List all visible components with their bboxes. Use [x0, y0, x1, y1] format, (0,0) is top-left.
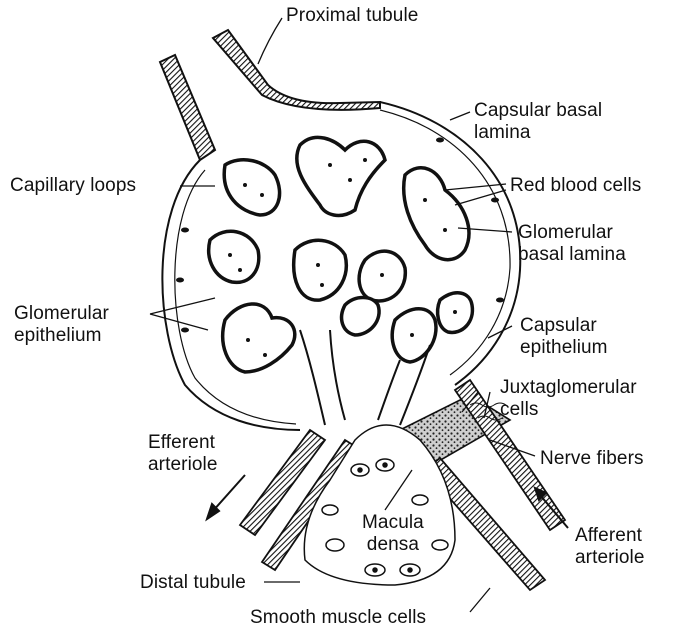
efferent-flow-arrow	[207, 475, 245, 519]
label-red-blood-cells: Red blood cells	[510, 175, 641, 197]
proximal-tubule	[160, 30, 380, 160]
label-nerve-fibers: Nerve fibers	[540, 448, 644, 470]
label-glomerular-epithelium: Glomerular epithelium	[14, 303, 109, 347]
label-capsular-epithelium: Capsular epithelium	[520, 315, 608, 359]
label-capsular-basal-lamina: Capsular basal lamina	[474, 100, 602, 144]
label-afferent-arteriole: Afferent arteriole	[575, 525, 645, 569]
label-smooth-muscle-cells: Smooth muscle cells	[250, 607, 426, 629]
label-capillary-loops: Capillary loops	[10, 175, 136, 197]
label-juxtaglomerular-cells: Juxtaglomerular cells	[500, 377, 637, 421]
label-macula-densa: Macula densa	[362, 512, 424, 556]
label-glomerular-basal-lamina: Glomerular basal lamina	[518, 222, 626, 266]
label-efferent-arteriole: Efferent arteriole	[148, 432, 218, 476]
capillary-loops	[209, 137, 473, 372]
label-proximal-tubule: Proximal tubule	[286, 5, 418, 27]
label-distal-tubule: Distal tubule	[140, 572, 246, 594]
